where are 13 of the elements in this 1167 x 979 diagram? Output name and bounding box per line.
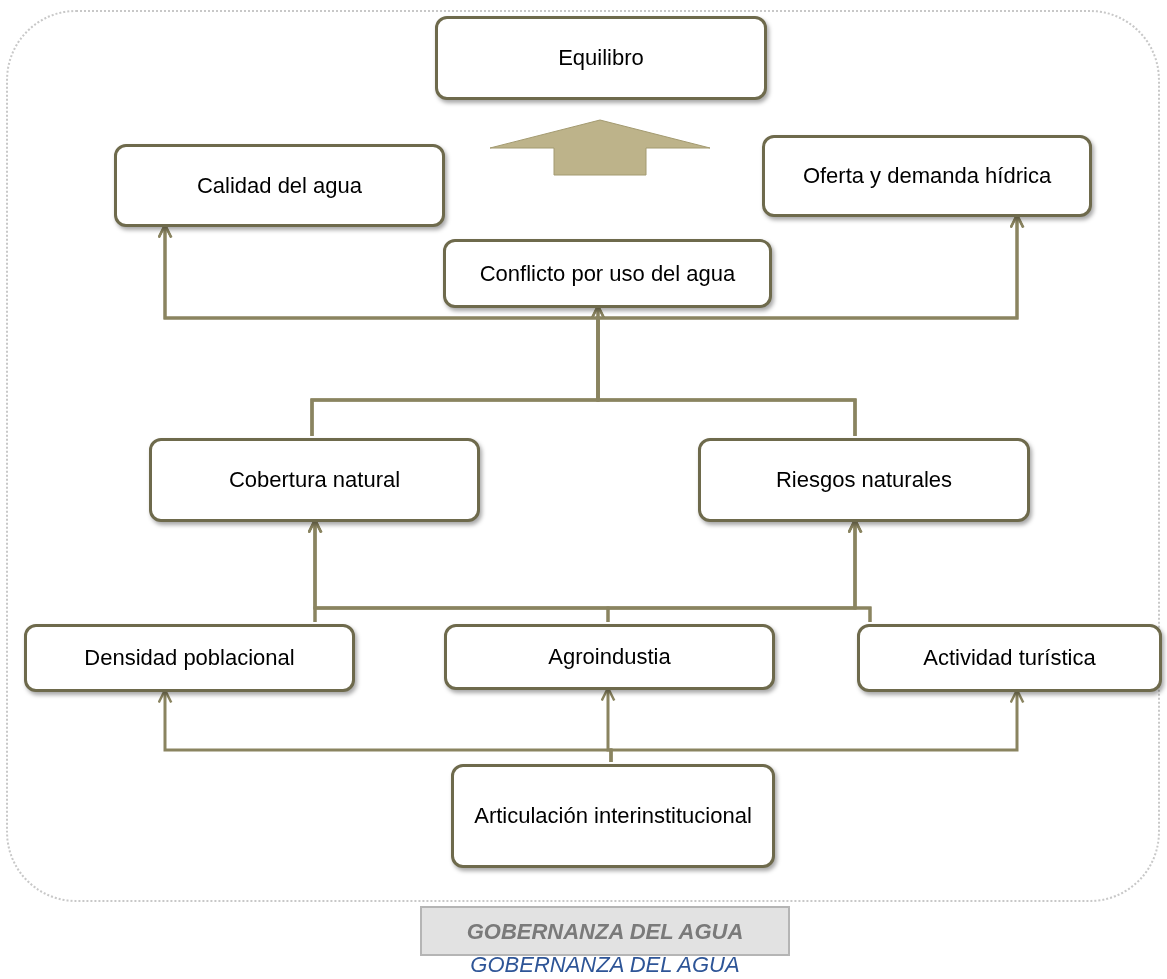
process-box: Oferta y demanda hídrica	[762, 135, 1092, 217]
process-box: Riesgos naturales	[698, 438, 1030, 522]
process-box: Agroindustia	[444, 624, 775, 690]
title-tab: GOBERNANZA DEL AGUA	[420, 906, 790, 956]
process-box: Actividad turística	[857, 624, 1162, 692]
process-box: Articulación interinstitucional	[451, 764, 775, 868]
block-arrow	[489, 119, 711, 176]
dotted-frame	[6, 10, 1160, 902]
process-box: Densidad poblacional	[24, 624, 355, 692]
process-box: Calidad del agua	[114, 144, 445, 227]
process-box: Cobertura natural	[149, 438, 480, 522]
process-box: Equilibro	[435, 16, 767, 100]
process-box: Conflicto por uso del agua	[443, 239, 772, 308]
